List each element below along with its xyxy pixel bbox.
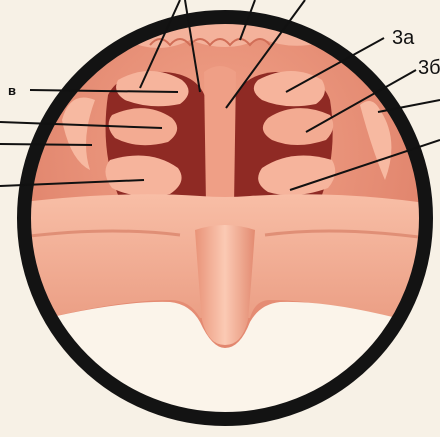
label-3b: 3б <box>418 58 440 78</box>
leader-left-3 <box>0 144 92 145</box>
label-3a: 3а <box>392 28 414 48</box>
label-v: в <box>8 84 16 97</box>
nasal-septum <box>204 66 236 208</box>
